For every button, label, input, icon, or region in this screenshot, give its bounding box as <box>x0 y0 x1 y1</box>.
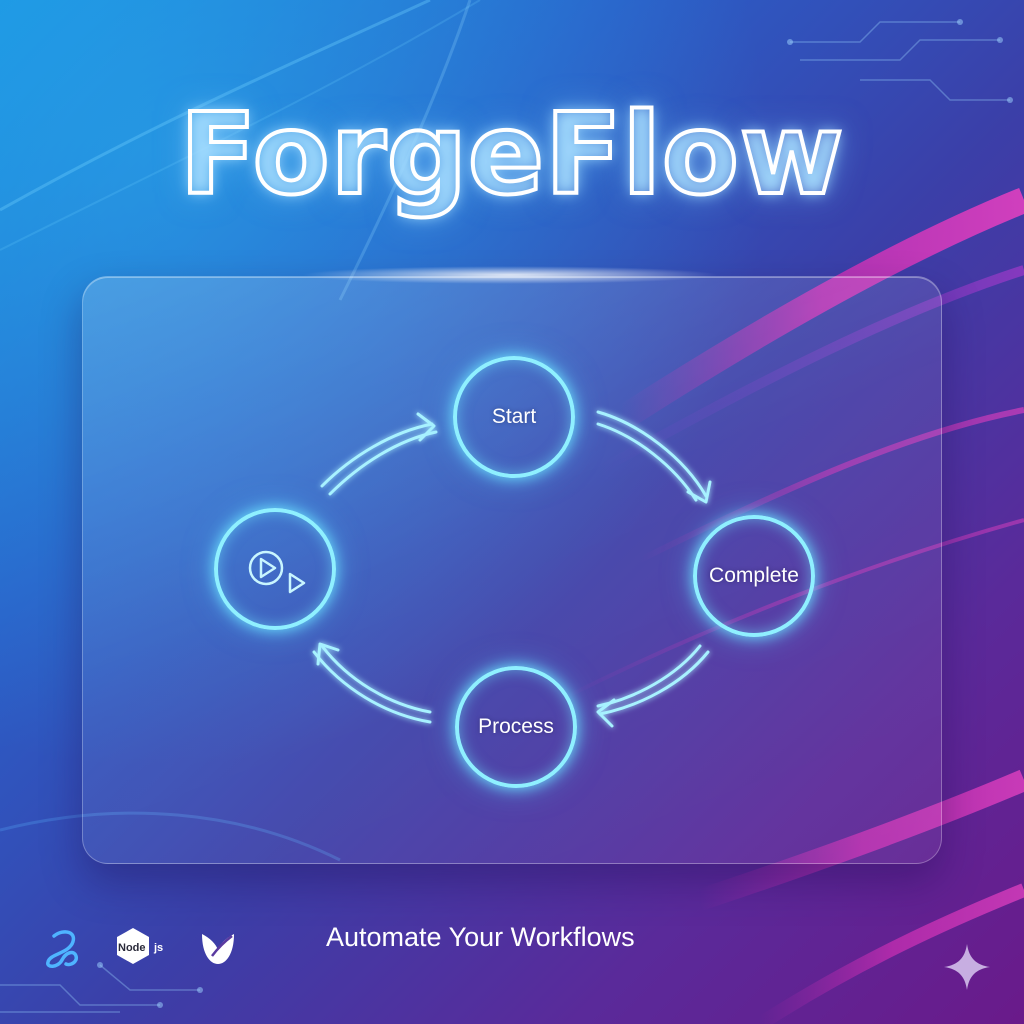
node-play[interactable] <box>214 508 336 630</box>
node-process[interactable]: Process <box>455 666 577 788</box>
leaf-logo-icon <box>202 934 234 964</box>
tagline: Automate Your Workflows <box>326 922 635 952</box>
nodejs-logo-main: Node <box>118 942 146 954</box>
nodejs-logo-suffix: js <box>153 942 163 954</box>
nodejs-logo-icon: Node js <box>117 928 163 964</box>
nodejs-logo: Node js <box>114 928 172 964</box>
arrow-play-to-start <box>320 412 438 496</box>
arrow-process-to-play <box>312 642 432 724</box>
node-start[interactable]: Start <box>453 356 575 478</box>
node-process-label: Process <box>478 715 554 738</box>
swirl-logo-icon <box>46 930 79 968</box>
arrow-start-to-complete <box>596 410 712 504</box>
panel-highlight <box>300 266 720 284</box>
app-title: ForgeFlow <box>178 88 846 222</box>
play-icon <box>248 550 306 594</box>
node-start-label: Start <box>491 405 537 428</box>
node-complete-label: Complete <box>709 564 799 587</box>
arrow-complete-to-process <box>596 644 710 728</box>
sparkle-icon <box>944 944 990 990</box>
node-complete[interactable]: Complete <box>693 515 815 637</box>
